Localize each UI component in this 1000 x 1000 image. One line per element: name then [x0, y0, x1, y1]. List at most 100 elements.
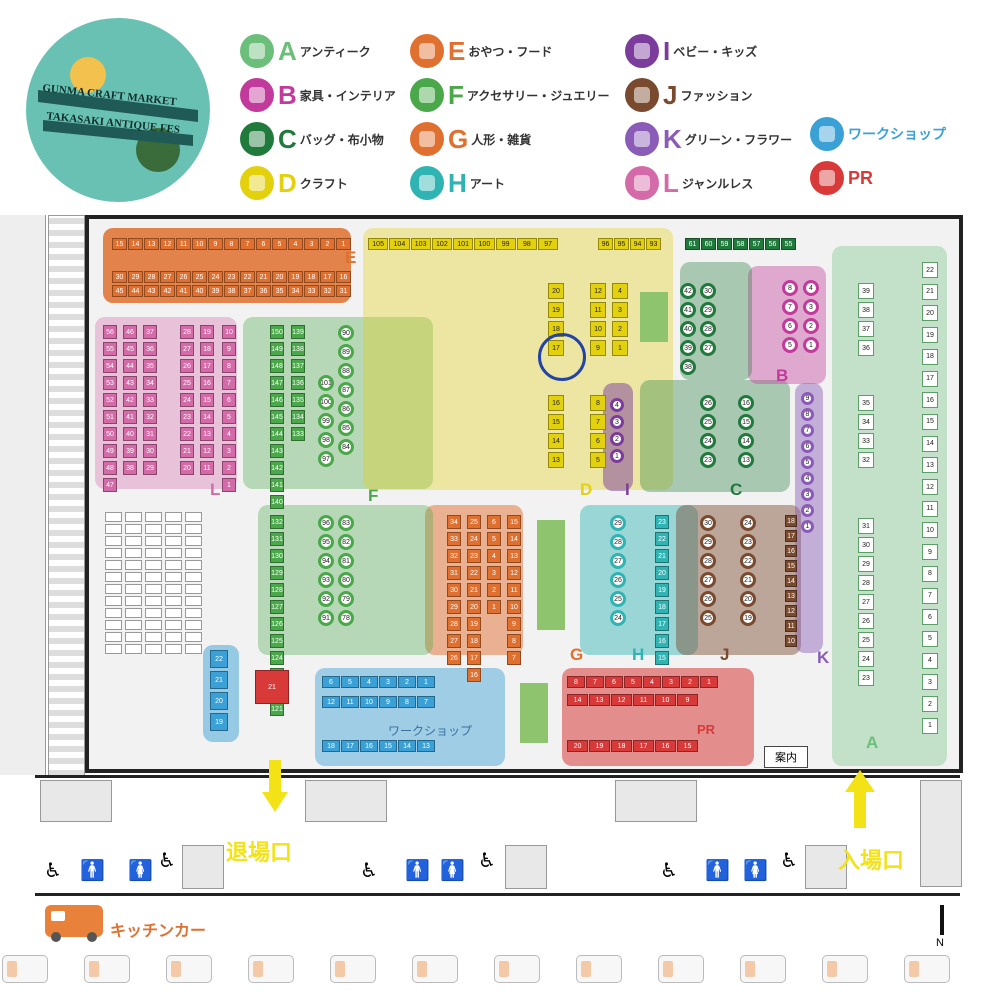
booth-l[interactable]: 36 — [143, 342, 157, 356]
booth-a[interactable]: 3 — [922, 674, 938, 691]
booth-d[interactable]: 100 — [474, 238, 495, 250]
booth-e[interactable]: 39 — [208, 285, 223, 297]
booth-e[interactable]: 38 — [224, 285, 239, 297]
booth-pr[interactable]: 16 — [655, 740, 676, 752]
booth-e[interactable]: 44 — [128, 285, 143, 297]
booth-c[interactable]: 30 — [700, 283, 716, 299]
booth-e[interactable]: 7 — [240, 238, 255, 250]
booth-i[interactable]: 4 — [610, 398, 624, 412]
booth-a[interactable]: 9 — [922, 544, 938, 561]
booth-l[interactable]: 23 — [180, 410, 194, 424]
booth-a[interactable]: 13 — [922, 457, 938, 474]
booth-e[interactable]: 37 — [240, 285, 255, 297]
booth-ws2[interactable]: 20 — [210, 692, 228, 710]
booth-f[interactable]: 146 — [270, 393, 284, 407]
booth-e[interactable]: 33 — [304, 285, 319, 297]
booth-l[interactable]: 42 — [123, 393, 137, 407]
booth-l[interactable]: 48 — [103, 461, 117, 475]
booth-j[interactable]: 16 — [785, 545, 797, 557]
booth-k[interactable]: 9 — [801, 392, 814, 405]
booth-l[interactable]: 7 — [222, 376, 236, 390]
booth-g[interactable]: 22 — [467, 566, 481, 580]
booth-f[interactable]: 132 — [270, 515, 284, 529]
booth-f[interactable]: 100 — [318, 394, 334, 410]
booth-e[interactable]: 17 — [320, 271, 335, 283]
booth-h[interactable]: 20 — [655, 566, 669, 580]
booth-l[interactable]: 20 — [180, 461, 194, 475]
booth-ws[interactable]: 7 — [417, 696, 435, 708]
booth-g[interactable]: 29 — [447, 600, 461, 614]
booth-e[interactable]: 30 — [112, 271, 127, 283]
booth-pr[interactable]: 14 — [567, 694, 588, 706]
booth-f[interactable]: 129 — [270, 566, 284, 580]
booth-c[interactable]: 61 — [685, 238, 700, 250]
booth-d[interactable]: 98 — [516, 238, 537, 250]
booth-e[interactable]: 42 — [160, 285, 175, 297]
booth-j[interactable]: 29 — [700, 534, 716, 550]
booth-a[interactable]: 30 — [858, 537, 874, 553]
booth-g[interactable]: 19 — [467, 617, 481, 631]
booth-l[interactable]: 14 — [200, 410, 214, 424]
booth-a[interactable]: 36 — [858, 340, 874, 356]
booth-a[interactable]: 28 — [858, 575, 874, 591]
booth-g[interactable]: 14 — [507, 532, 521, 546]
booth-k[interactable]: 7 — [801, 424, 814, 437]
booth-f[interactable]: 86 — [338, 401, 354, 417]
booth-f[interactable]: 80 — [338, 572, 354, 588]
booth-a[interactable]: 33 — [858, 433, 874, 449]
booth-l[interactable]: 51 — [103, 410, 117, 424]
booth-g[interactable]: 7 — [507, 651, 521, 665]
booth-j[interactable]: 19 — [740, 610, 756, 626]
booth-c[interactable]: 26 — [700, 395, 716, 411]
booth-l[interactable]: 29 — [143, 461, 157, 475]
booth-d[interactable]: 19 — [548, 302, 564, 318]
booth-l[interactable]: 30 — [143, 444, 157, 458]
booth-ws[interactable]: 14 — [398, 740, 416, 752]
booth-d[interactable]: 96 — [598, 238, 613, 250]
booth-l[interactable]: 13 — [200, 427, 214, 441]
booth-c[interactable]: 24 — [700, 433, 716, 449]
booth-g[interactable]: 6 — [487, 515, 501, 529]
booth-ws[interactable]: 16 — [360, 740, 378, 752]
booth-j[interactable]: 25 — [700, 610, 716, 626]
booth-e[interactable]: 20 — [272, 271, 287, 283]
booth-pr[interactable]: 9 — [677, 694, 698, 706]
booth-f[interactable]: 134 — [291, 410, 305, 424]
booth-l[interactable]: 40 — [123, 427, 137, 441]
booth-e[interactable]: 6 — [256, 238, 271, 250]
booth-l[interactable]: 15 — [200, 393, 214, 407]
booth-pr[interactable]: 20 — [567, 740, 588, 752]
booth-a[interactable]: 6 — [922, 609, 938, 626]
booth-h[interactable]: 21 — [655, 549, 669, 563]
booth-l[interactable]: 22 — [180, 427, 194, 441]
booth-e[interactable]: 16 — [336, 271, 351, 283]
booth-l[interactable]: 52 — [103, 393, 117, 407]
booth-h[interactable]: 29 — [610, 515, 626, 531]
booth-pr[interactable]: 19 — [589, 740, 610, 752]
booth-ws[interactable]: 13 — [417, 740, 435, 752]
booth-c[interactable]: 28 — [700, 321, 716, 337]
booth-ws[interactable]: 9 — [379, 696, 397, 708]
booth-ws2[interactable]: 22 — [210, 650, 228, 668]
booth-g[interactable]: 4 — [487, 549, 501, 563]
booth-k[interactable]: 4 — [801, 472, 814, 485]
booth-a[interactable]: 7 — [922, 587, 938, 604]
booth-e[interactable]: 21 — [256, 271, 271, 283]
booth-j[interactable]: 22 — [740, 553, 756, 569]
booth-ws[interactable]: 2 — [398, 676, 416, 688]
booth-j[interactable]: 30 — [700, 515, 716, 531]
booth-a[interactable]: 35 — [858, 395, 874, 411]
booth-a[interactable]: 25 — [858, 632, 874, 648]
booth-c[interactable]: 55 — [781, 238, 796, 250]
booth-e[interactable]: 29 — [128, 271, 143, 283]
booth-f[interactable]: 144 — [270, 427, 284, 441]
booth-a[interactable]: 18 — [922, 348, 938, 365]
booth-e[interactable]: 8 — [224, 238, 239, 250]
booth-a[interactable]: 23 — [858, 670, 874, 686]
booth-c[interactable]: 14 — [738, 433, 754, 449]
booth-c[interactable]: 42 — [680, 283, 696, 299]
booth-c[interactable]: 60 — [701, 238, 716, 250]
booth-ws[interactable]: 10 — [360, 696, 378, 708]
booth-k[interactable]: 3 — [801, 488, 814, 501]
booth-f[interactable]: 88 — [338, 363, 354, 379]
